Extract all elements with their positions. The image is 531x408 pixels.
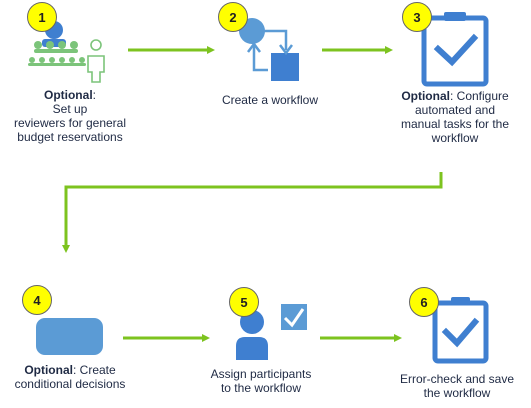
step-5-caption: Assign participants to the workflow xyxy=(196,367,326,395)
clipboard-check-icon xyxy=(421,12,489,87)
step-3-caption: Optional: Configure automated and manual… xyxy=(375,89,531,145)
step-6-text: Error-check and save the workflow xyxy=(399,372,515,400)
step-1-caption: Optional: Set up reviewers for general b… xyxy=(0,88,140,144)
clipboard-check-icon xyxy=(432,297,489,364)
step-4-badge: 4 xyxy=(22,285,52,315)
step-6-badge: 6 xyxy=(409,287,439,317)
step-3-optional: Optional xyxy=(401,89,450,103)
conditional-decision-icon xyxy=(36,318,103,355)
step-5-text: Assign participants to the workflow xyxy=(210,367,312,395)
workflow-icon xyxy=(239,18,299,81)
step-4-optional: Optional xyxy=(24,363,73,377)
step-2-caption: Create a workflow xyxy=(200,93,340,107)
step-2-text: Create a workflow xyxy=(221,93,319,107)
step-6-caption: Error-check and save the workflow xyxy=(383,372,531,400)
step-1-optional: Optional xyxy=(43,88,93,102)
step-5-badge: 5 xyxy=(229,287,259,317)
step-3-text: : Configure automated and manual tasks f… xyxy=(400,89,510,145)
step-3-badge: 3 xyxy=(402,2,432,32)
step-1-text: : Set up reviewers for general budget re… xyxy=(13,88,127,144)
arrow-3-to-4 xyxy=(62,172,443,253)
step-1-badge: 1 xyxy=(27,2,57,32)
step-4-caption: Optional: Create conditional decisions xyxy=(0,363,140,391)
step-4-text: : Create conditional decisions xyxy=(14,363,126,391)
arrows xyxy=(62,46,443,342)
step-2-badge: 2 xyxy=(218,2,248,32)
